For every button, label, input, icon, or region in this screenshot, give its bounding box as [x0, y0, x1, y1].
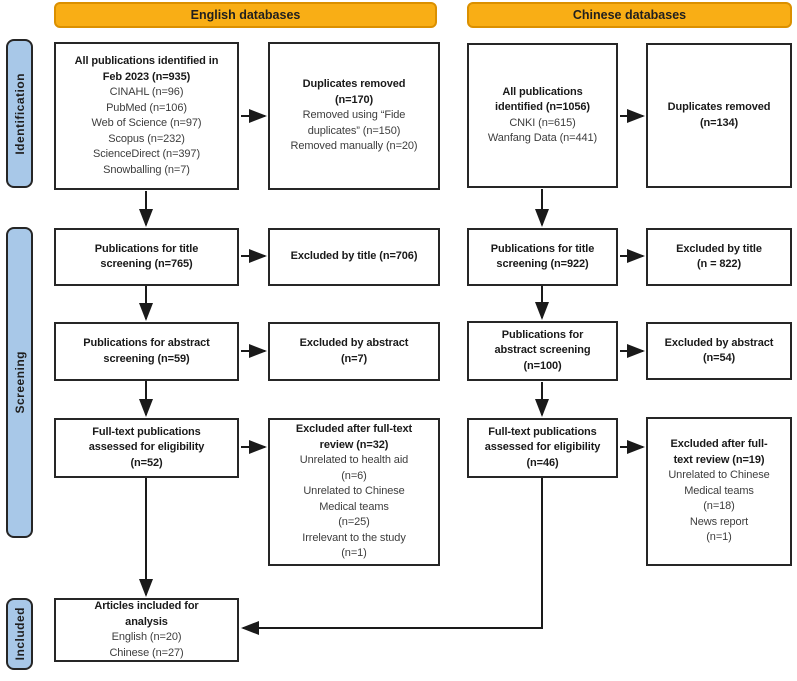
- box-chn-identified: All publications identified (n=1056) CNK…: [467, 43, 618, 188]
- box-detail-line: Wanfang Data (n=441): [487, 132, 598, 144]
- included-label: Included: [12, 607, 27, 661]
- box-title: Excluded by title (n = 822): [676, 242, 762, 271]
- chinese-databases-header-label: Chinese databases: [572, 8, 687, 22]
- box-title: Publications for title screening (n=765): [94, 242, 199, 271]
- english-databases-header-label: English databases: [190, 8, 301, 22]
- box-title: Excluded by abstract (n=7): [299, 337, 409, 365]
- box-detail-line: Removed using “Fide duplicates” (n=150): [302, 109, 406, 137]
- box-chn-duplicates-removed: Duplicates removed (n=134): [646, 43, 792, 188]
- box-detail-line: Web of Science (n=97): [91, 117, 202, 129]
- box-chn-excluded-by-title: Excluded by title (n = 822): [646, 228, 792, 286]
- stage-label-identification: Identification: [6, 39, 33, 188]
- box-detail-line: Scopus (n=232): [108, 132, 185, 145]
- box-detail-line: CNKI (n=615): [509, 116, 576, 129]
- box-title: Excluded by title (n=706): [290, 250, 418, 263]
- box-detail-line: Snowballing (n=7): [103, 163, 190, 176]
- box-detail-line: News report (n=1): [689, 515, 749, 544]
- identification-label: Identification: [12, 72, 27, 155]
- chinese-databases-header: Chinese databases: [467, 2, 792, 28]
- stage-label-screening: Screening: [6, 227, 33, 538]
- box-articles-included: Articles included for analysis English (…: [54, 598, 239, 662]
- box-eng-excluded-by-title: Excluded by title (n=706): [268, 228, 440, 286]
- box-eng-abstract-screening: Publications for abstract screening (n=5…: [54, 322, 239, 381]
- box-eng-identified: All publications identified in Feb 2023 …: [54, 42, 239, 190]
- box-title: Duplicates removed (n=134): [667, 101, 771, 129]
- box-detail-line: ScienceDirect (n=397): [92, 148, 201, 160]
- box-title: Duplicates removed (n=170): [302, 78, 406, 106]
- box-detail-line: Unrelated to Chinese Medical teams (n=25…: [303, 485, 405, 529]
- box-title: Publications for abstract screening (n=5…: [83, 337, 210, 365]
- box-title: Excluded by abstract (n=54): [664, 336, 774, 365]
- box-chn-fulltext-eligibility: Full-text publications assessed for elig…: [467, 418, 618, 478]
- box-chn-title-screening: Publications for title screening (n=922): [467, 228, 618, 286]
- box-eng-excluded-by-abstract: Excluded by abstract (n=7): [268, 322, 440, 381]
- box-title: Publications for abstract screening (n=1…: [494, 328, 591, 372]
- screening-label: Screening: [12, 351, 27, 414]
- stage-label-included: Included: [6, 598, 33, 670]
- box-chn-excluded-fulltext: Excluded after full- text review (n=19) …: [646, 417, 792, 566]
- box-title: All publications identified in Feb 2023 …: [74, 55, 219, 83]
- box-eng-fulltext-eligibility: Full-text publications assessed for elig…: [54, 418, 239, 478]
- box-detail-line: Chinese (n=27): [109, 646, 184, 659]
- box-eng-duplicates-removed: Duplicates removed (n=170) Removed using…: [268, 42, 440, 190]
- box-title: Full-text publications assessed for elig…: [484, 425, 601, 469]
- box-title: Articles included for analysis: [94, 600, 199, 628]
- box-detail-line: Irrelevant to the study (n=1): [302, 531, 406, 560]
- box-detail-line: Unrelated to health aid (n=6): [299, 454, 409, 482]
- box-detail-line: Removed manually (n=20): [290, 140, 418, 153]
- english-databases-header: English databases: [54, 2, 437, 28]
- box-detail-line: CINAHL (n=96): [109, 86, 184, 98]
- box-chn-excluded-by-abstract: Excluded by abstract (n=54): [646, 322, 792, 380]
- box-eng-excluded-fulltext: Excluded after full-text review (n=32) U…: [268, 418, 440, 566]
- box-detail-line: PubMed (n=106): [106, 101, 187, 114]
- box-chn-abstract-screening: Publications for abstract screening (n=1…: [467, 321, 618, 381]
- box-detail-line: Unrelated to Chinese Medical teams (n=18…: [668, 469, 770, 513]
- box-title: Publications for title screening (n=922): [490, 242, 595, 271]
- box-detail-line: English (n=20): [111, 631, 182, 643]
- box-title: Full-text publications assessed for elig…: [88, 425, 205, 469]
- box-title: All publications identified (n=1056): [495, 85, 590, 114]
- box-eng-title-screening: Publications for title screening (n=765): [54, 228, 239, 286]
- box-title: Excluded after full- text review (n=19): [670, 438, 768, 466]
- box-title: Excluded after full-text review (n=32): [295, 423, 413, 451]
